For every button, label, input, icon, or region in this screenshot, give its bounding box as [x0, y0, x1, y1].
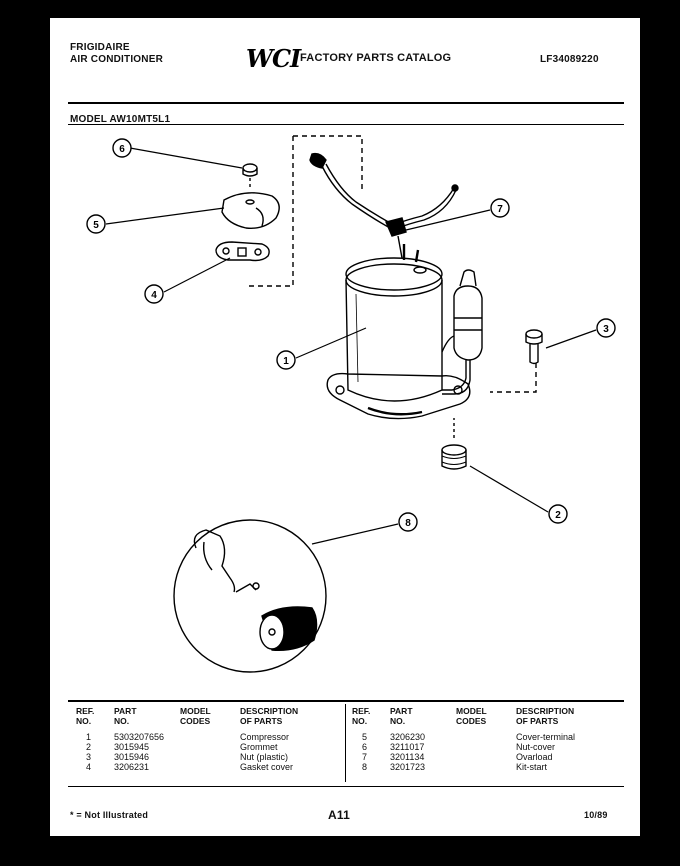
- compressor-part: [326, 244, 483, 420]
- svg-text:8: 8: [405, 518, 411, 529]
- callout-markers: 6 5 4 7 1 3 2 8: [86, 138, 616, 532]
- table-divider: [345, 704, 346, 782]
- callout-2: 2: [548, 504, 568, 524]
- callout-5: 5: [86, 214, 106, 234]
- page-number: A11: [328, 808, 350, 822]
- svg-text:3: 3: [603, 324, 609, 335]
- table-bottom-rule: [68, 786, 624, 787]
- callout-1: 1: [276, 350, 296, 370]
- start-kit-part: [173, 519, 327, 673]
- catalog-number: LF34089220: [540, 54, 599, 65]
- bolt-part: [525, 329, 543, 365]
- revision-date: 10/89: [584, 810, 608, 820]
- catalog-title: FACTORY PARTS CATALOG: [300, 52, 452, 64]
- wci-logo: WCI: [246, 44, 301, 73]
- svg-text:5: 5: [93, 220, 99, 231]
- svg-text:1: 1: [283, 356, 289, 367]
- svg-text:2: 2: [555, 510, 561, 521]
- grommet-part: [441, 418, 467, 470]
- ref-header: REF.NO.: [352, 706, 371, 726]
- ref-header: REF.NO.: [76, 706, 95, 726]
- callout-6: 6: [112, 138, 132, 158]
- gasket-cover-part: [215, 241, 270, 262]
- leader-lines: [105, 147, 597, 545]
- svg-text:4: 4: [151, 290, 157, 301]
- callout-4: 4: [144, 284, 164, 304]
- table-top-rule: [68, 700, 624, 702]
- model-rule: [68, 124, 624, 125]
- overload-part: [309, 152, 459, 259]
- not-illustrated-note: * = Not Illustrated: [70, 810, 149, 820]
- dashed-bracket-left: [246, 136, 294, 287]
- header-rule: [68, 102, 624, 104]
- exploded-parts-diagram: 6 5 4 7 1 3 2 8: [86, 135, 616, 673]
- model-number: MODEL AW10MT5L1: [70, 114, 171, 125]
- callout-3: 3: [596, 318, 616, 338]
- brand-block: FRIGIDAIRE AIR CONDITIONER: [70, 42, 163, 66]
- svg-text:6: 6: [119, 144, 125, 155]
- callout-7: 7: [490, 198, 510, 218]
- product-type: AIR CONDITIONER: [70, 54, 163, 65]
- svg-text:7: 7: [497, 204, 503, 215]
- dashed-bracket-top: [293, 135, 363, 190]
- brand-name: FRIGIDAIRE: [70, 42, 130, 53]
- dashed-bolt-line: [490, 363, 537, 393]
- parts-catalog-page: FRIGIDAIRE AIR CONDITIONER WCI FACTORY P…: [50, 18, 640, 836]
- terminal-cover-part: [221, 192, 280, 229]
- callout-8: 8: [398, 512, 418, 532]
- nut-cover-part: [242, 163, 258, 190]
